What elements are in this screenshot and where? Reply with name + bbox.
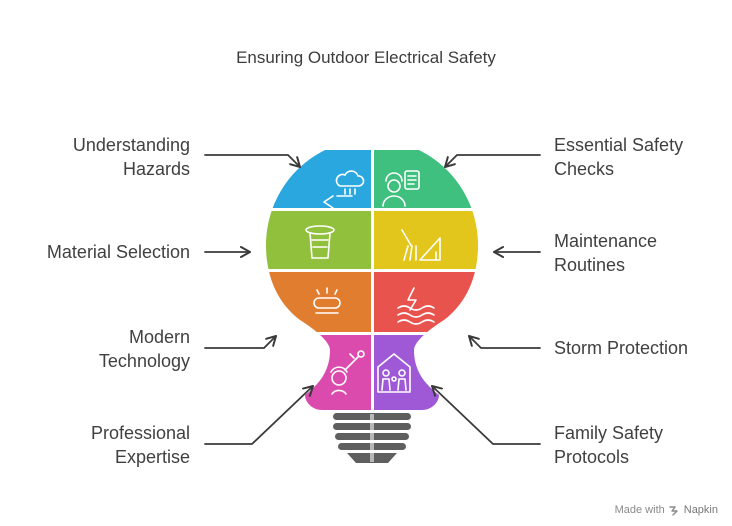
segment-professional-expertise xyxy=(266,335,371,410)
label-maintenance-routines: Maintenance Routines xyxy=(554,229,657,277)
label-line: Hazards xyxy=(122,159,190,179)
footer-made-with: Made with xyxy=(614,504,665,516)
arrow-professional-expertise xyxy=(204,385,314,445)
label-modern-technology: Modern Technology xyxy=(99,325,190,373)
family-house-icon xyxy=(377,353,411,393)
label-line: Essential Safety xyxy=(554,135,684,155)
label-line: Professional xyxy=(90,423,190,443)
label-line: Storm Protection xyxy=(554,338,689,358)
label-line: Modern xyxy=(128,327,190,347)
segment-modern-technology xyxy=(266,272,371,332)
insulator-cup-icon xyxy=(305,225,335,259)
label-family-safety-protocols: Family Safety Protocols xyxy=(554,421,663,469)
arrow-modern-technology xyxy=(204,335,277,349)
broom-ruler-icon xyxy=(401,229,441,261)
electrician-icon xyxy=(330,350,365,395)
footer-brand: Napkin xyxy=(683,504,718,516)
label-line: Understanding xyxy=(72,135,190,155)
page-title: Ensuring Outdoor Electrical Safety xyxy=(236,48,496,67)
label-line: Checks xyxy=(554,159,615,179)
arrow-essential-safety-checks xyxy=(444,154,541,168)
label-line: Protocols xyxy=(554,447,630,467)
label-line: Routines xyxy=(554,255,626,275)
bulb-body xyxy=(266,150,478,410)
lightning-waves-icon xyxy=(397,287,435,325)
inspector-checklist-icon xyxy=(382,170,420,207)
footer-credit: Made with Napkin xyxy=(615,504,718,516)
segment-storm-protection xyxy=(374,272,478,332)
label-understanding-hazards: Understanding Hazards xyxy=(73,133,190,181)
label-line: Material Selection xyxy=(46,242,190,262)
napkin-logo-icon xyxy=(669,505,678,516)
label-line: Expertise xyxy=(114,447,190,467)
label-professional-expertise: Professional Expertise xyxy=(91,421,190,469)
label-essential-safety-checks: Essential Safety Checks xyxy=(554,133,683,181)
label-storm-protection: Storm Protection xyxy=(554,336,688,360)
bulb-base-shine xyxy=(370,414,374,462)
capsule-light-icon xyxy=(313,287,341,314)
rain-warning-icon xyxy=(323,170,365,209)
arrow-family-safety-protocols xyxy=(431,385,541,445)
label-line: Technology xyxy=(98,351,190,371)
label-line: Family Safety xyxy=(554,423,664,443)
arrow-storm-protection xyxy=(468,335,541,349)
label-line: Maintenance xyxy=(554,231,658,251)
arrow-understanding-hazards xyxy=(204,154,301,168)
segment-family-safety-protocols xyxy=(374,335,478,410)
segment-understanding-hazards xyxy=(266,150,371,208)
segment-essential-safety-checks xyxy=(374,150,478,208)
label-material-selection: Material Selection xyxy=(47,240,190,264)
